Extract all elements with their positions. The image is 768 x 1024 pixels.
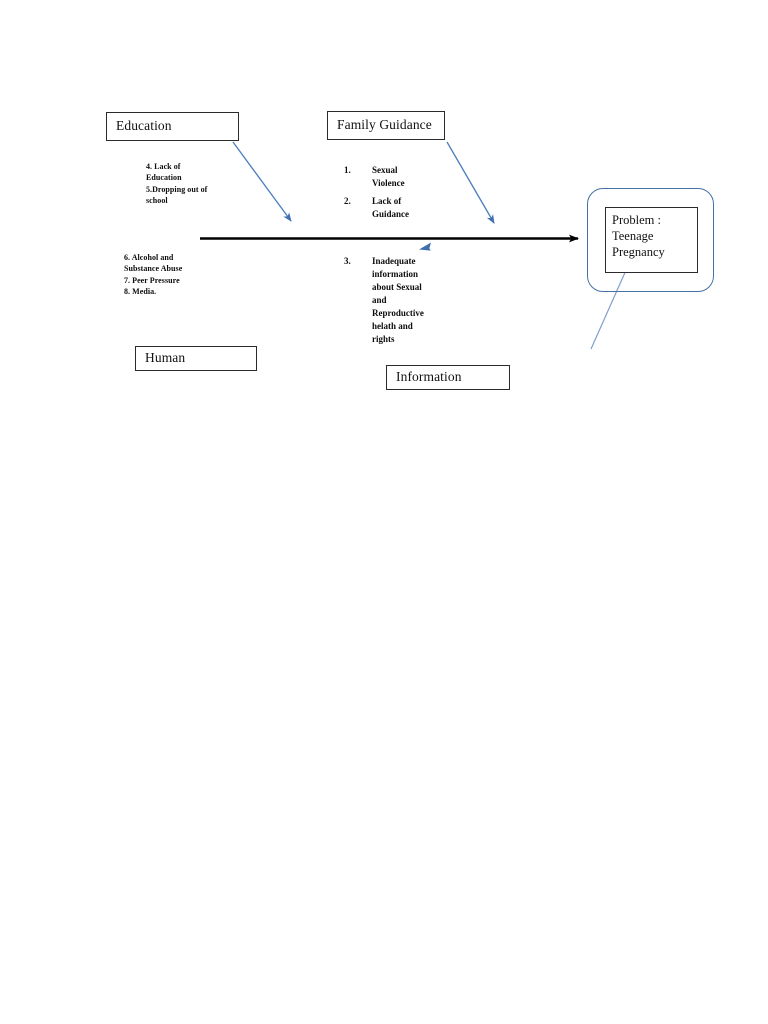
cause-item: school <box>146 196 168 206</box>
problem-label-line3: Pregnancy <box>612 245 665 259</box>
cause-text: rights <box>372 334 395 345</box>
cause-item: 4. Lack of <box>146 162 181 171</box>
cause-text: Reproductive <box>372 308 424 319</box>
category-box-education[interactable]: Education <box>106 112 239 141</box>
cause-item: 3. Inadequate information about Sexual a… <box>344 255 440 346</box>
cause-text: Sexual <box>372 165 398 175</box>
cause-list-human: 6. Alcohol and Substance Abuse 7. Peer P… <box>124 252 236 297</box>
cause-item: 7. Peer Pressure <box>124 275 180 285</box>
cause-item: Education <box>146 173 182 183</box>
category-box-family-guidance[interactable]: Family Guidance <box>327 111 445 140</box>
cause-text: about Sexual <box>372 282 422 293</box>
cause-text: information <box>372 269 418 280</box>
cause-text: helath and <box>372 321 413 332</box>
cause-item: 1. Sexual Violence <box>344 164 440 190</box>
cause-text: Inadequate <box>372 256 416 266</box>
problem-label-line2: Teenage <box>612 229 654 243</box>
branch-arrow-family-guidance <box>446 141 495 224</box>
cause-list-family-guidance: 1. Sexual Violence 2. Lack of Guidance <box>344 164 440 226</box>
cause-list-education: 4. Lack of Education 5.Dropping out of s… <box>146 161 250 206</box>
cause-text: and <box>372 295 387 306</box>
branch-arrow-information <box>419 242 431 251</box>
cause-item: 6. Alcohol and <box>124 253 174 262</box>
category-box-human[interactable]: Human <box>135 346 257 371</box>
cause-list-information: 3. Inadequate information about Sexual a… <box>344 255 440 351</box>
cause-text: Lack of <box>372 196 402 207</box>
category-box-information[interactable]: Information <box>386 365 510 390</box>
cause-text: Violence <box>372 178 405 189</box>
problem-node-outline <box>587 188 714 292</box>
problem-node-box[interactable]: Problem : Teenage Pregnancy <box>605 207 698 273</box>
cause-number: 3. <box>344 256 351 266</box>
cause-item: 8. Media. <box>124 287 157 297</box>
cause-text: Guidance <box>372 209 410 220</box>
cause-item: Substance Abuse <box>124 264 183 274</box>
cause-number: 2. <box>344 196 351 207</box>
problem-label-line1: Problem : <box>612 213 661 227</box>
cause-item: 2. Lack of Guidance <box>344 195 440 221</box>
cause-number: 1. <box>344 165 351 175</box>
cause-item: 5.Dropping out of <box>146 184 208 194</box>
